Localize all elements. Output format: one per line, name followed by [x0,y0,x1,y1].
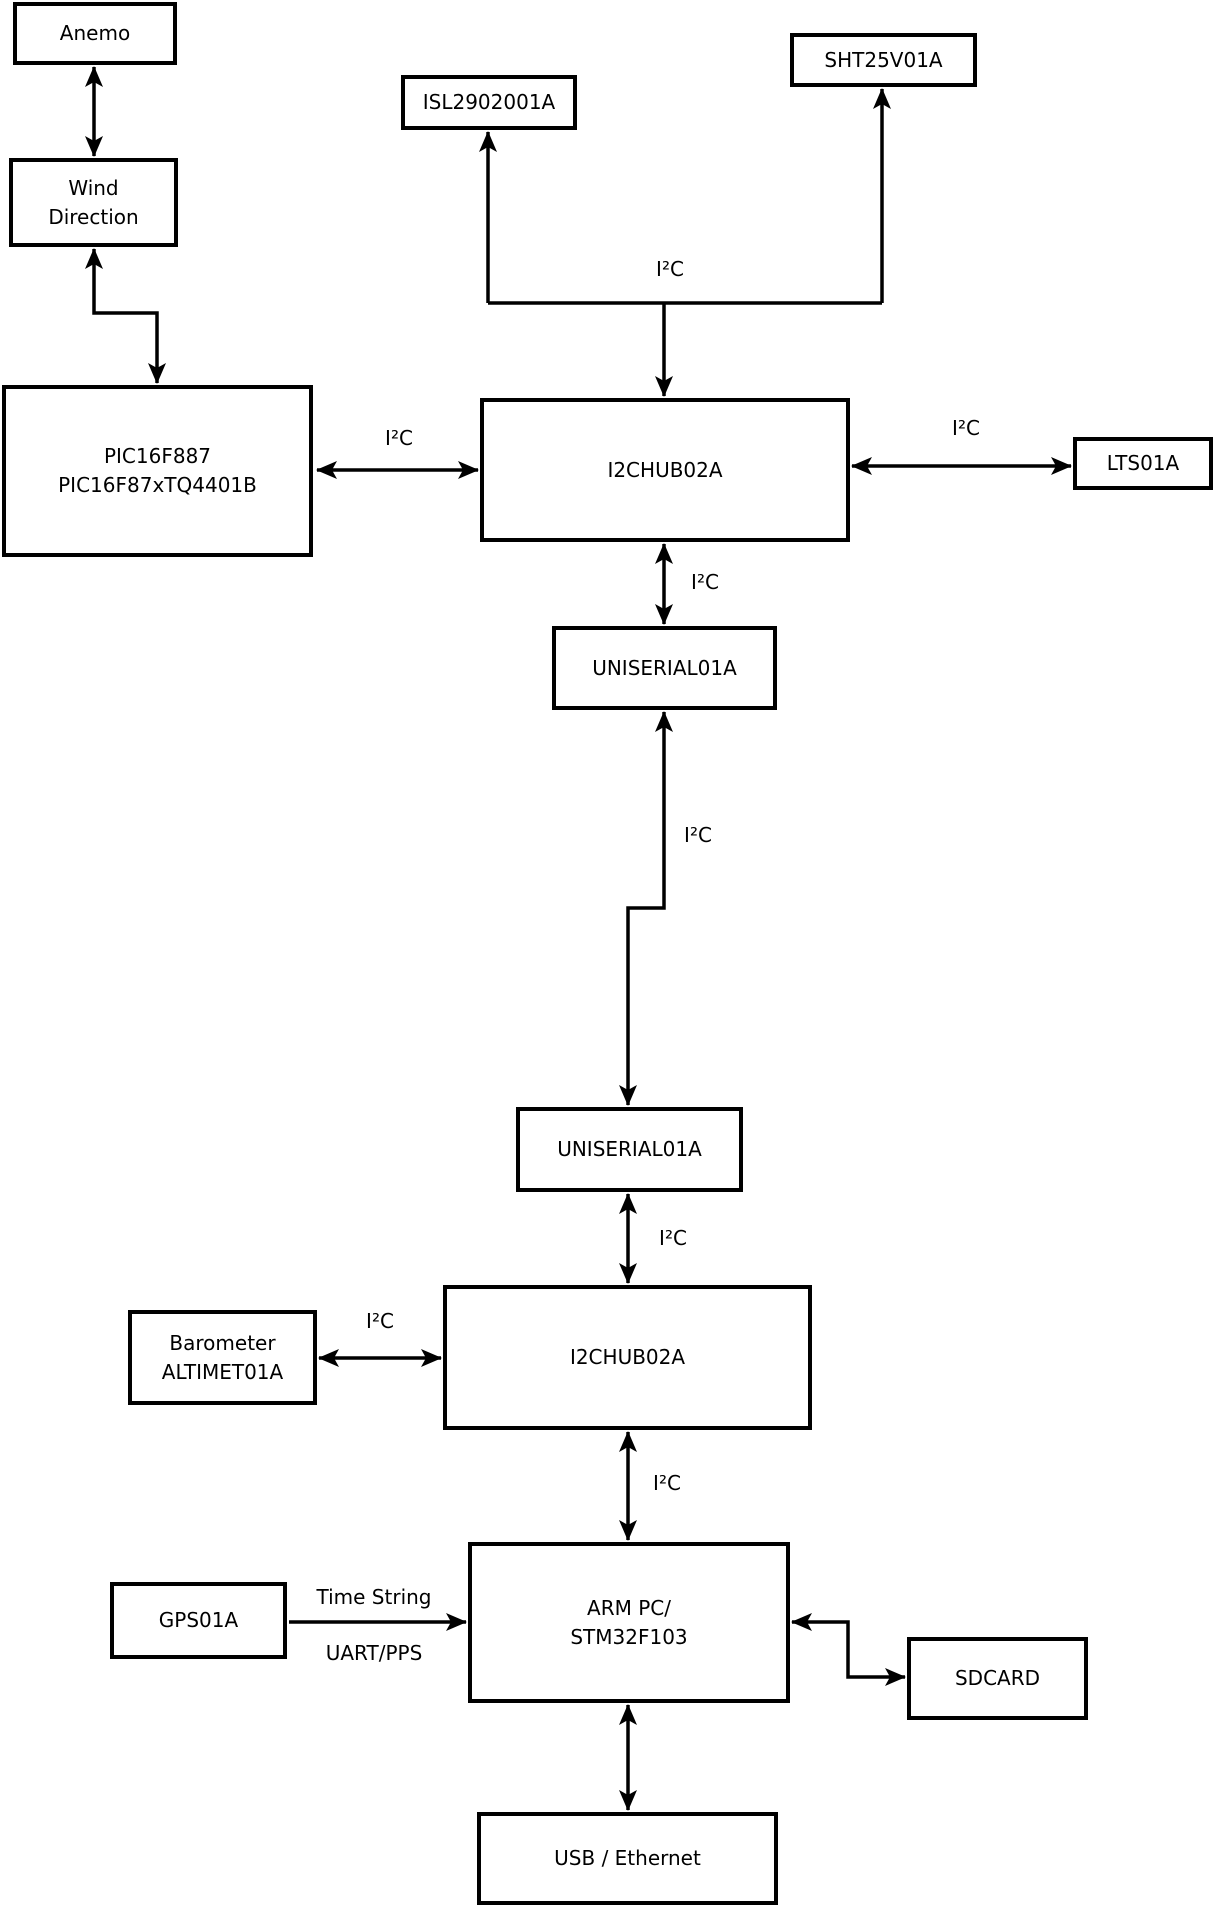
edge-label-time-string: Time String [316,1585,432,1609]
node-arm-line1: ARM PC/ [587,1595,671,1620]
node-wind-direction-line2: Direction [48,204,139,229]
node-barometer-line2: ALTIMET01A [161,1359,284,1384]
bus-label-i2c-uniserial-link: I²C [684,823,712,847]
node-i2chub02a-top-label: I2CHUB02A [607,457,723,482]
edge-uniserial-link [619,711,673,1106]
node-i2chub02a-bottom: I2CHUB02A [443,1285,812,1430]
node-uniserial01a-bottom-label: UNISERIAL01A [557,1137,702,1161]
bus-label-i2c-hub2-arm: I²C [653,1471,681,1495]
node-i2chub02a-top: I2CHUB02A [480,398,850,542]
edge-arm-sdcard [791,1613,906,1686]
node-usb-ethernet-label: USB / Ethernet [554,1846,701,1870]
node-pic16f887-line2: PIC16F87xTQ4401B [58,473,257,497]
node-gps01a-label: GPS01A [158,1608,239,1632]
node-lts01a-label: LTS01A [1106,451,1180,475]
node-i2chub02a-bottom-label: I2CHUB02A [569,1345,686,1369]
node-uniserial01a-top: UNISERIAL01A [552,626,777,710]
node-sdcard: SDCARD [907,1637,1088,1720]
node-pic16f887: PIC16F887 PIC16F87xTQ4401B [2,385,313,557]
edge-label-uart-pps: UART/PPS [325,1641,423,1665]
node-sht25v01a-label: SHT25V01A [824,47,943,72]
node-sdcard-label: SDCARD [954,1666,1041,1690]
bus-label-i2c-isl-sht: I²C [656,257,684,281]
node-pic16f887-line1: PIC16F887 [103,444,212,468]
node-usb-ethernet: USB / Ethernet [477,1812,778,1905]
node-sht25v01a: SHT25V01A [790,33,977,87]
bus-label-i2c-barometer-hub2: I²C [366,1309,394,1333]
bus-label-i2c-hub-uniserial: I²C [691,570,719,594]
node-gps01a: GPS01A [110,1582,287,1659]
node-isl2902001a-label: ISL2902001A [422,90,556,114]
node-isl2902001a: ISL2902001A [401,75,577,130]
bus-label-i2c-uniserial-hub2: I²C [659,1226,687,1250]
node-anemo: Anemo [13,2,177,65]
node-arm-line2: STM32F103 [570,1624,688,1649]
bus-label-i2c-pic-hub: I²C [385,426,413,450]
bus-label-i2c-hub-lts: I²C [952,416,980,440]
node-uniserial01a-top-label: UNISERIAL01A [592,655,737,680]
node-arm-pc-stm32f103: ARM PC/ STM32F103 [468,1542,790,1703]
node-lts01a: LTS01A [1073,437,1213,490]
node-wind-direction: Wind Direction [9,158,178,247]
edge-wind-pic [85,248,166,384]
node-uniserial01a-bottom: UNISERIAL01A [516,1107,743,1192]
node-barometer-altimet01a: Barometer ALTIMET01A [128,1310,317,1405]
node-anemo-label: Anemo [59,21,131,45]
node-wind-direction-line1: Wind [68,175,119,200]
node-barometer-line1: Barometer [169,1330,276,1355]
